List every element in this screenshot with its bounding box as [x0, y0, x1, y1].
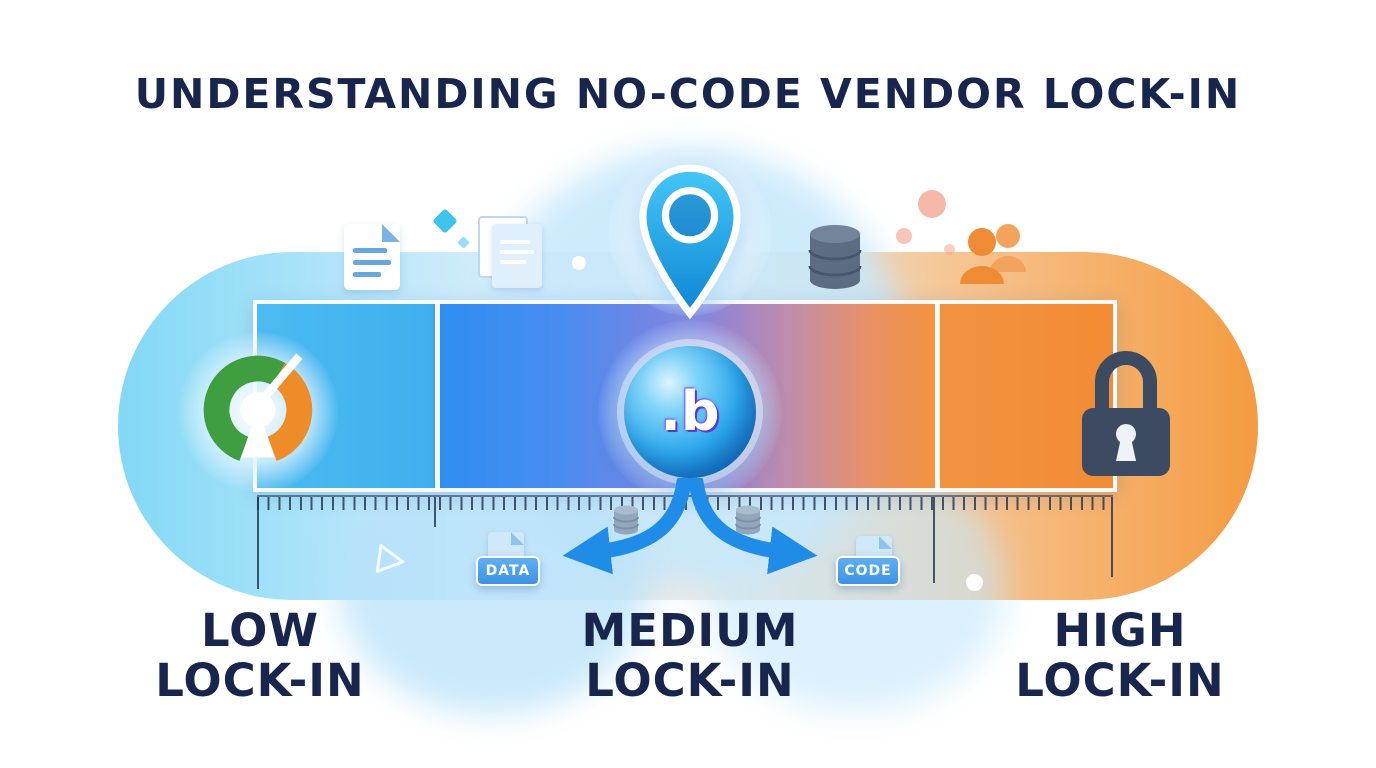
arrow-right-icon: [688, 474, 818, 575]
code-badge: CODE: [836, 556, 900, 586]
blob-decor: [896, 228, 912, 244]
label-medium-lock-in: MEDIUM LOCK-IN: [540, 604, 840, 708]
play-outline-icon: [370, 540, 411, 581]
location-pin-icon: [627, 160, 753, 334]
label-line: LOW: [201, 604, 319, 657]
diamond-icon: [457, 236, 470, 249]
dot-decor: [572, 256, 586, 270]
label-low-lock-in: LOW LOCK-IN: [130, 604, 390, 708]
page-title: UNDERSTANDING NO-CODE VENDOR LOCK-IN: [134, 70, 1242, 118]
open-source-icon: [196, 350, 320, 474]
label-line: LOCK-IN: [155, 654, 365, 708]
blob-decor: [918, 190, 946, 218]
bubble-logo-sphere: .b: [624, 346, 756, 478]
dot-decor: [966, 574, 983, 591]
arrow-left-icon: [562, 474, 692, 575]
database-small-icon: [734, 505, 762, 535]
ruler-tick: [257, 497, 259, 589]
section-divider: [935, 300, 940, 492]
lock-icon: [1078, 330, 1174, 480]
ruler-tick: [1111, 497, 1113, 577]
export-arrows: [500, 474, 880, 602]
blob-decor: [944, 244, 955, 255]
section-divider: [435, 300, 440, 492]
diamond-icon: [432, 208, 458, 234]
ruler-tick: [933, 497, 935, 583]
bubble-letter: .b: [660, 380, 720, 443]
documents-icon: [478, 216, 546, 288]
database-small-icon: [612, 505, 640, 535]
label-line: LOCK-IN: [1015, 654, 1225, 708]
label-high-lock-in: HIGH LOCK-IN: [960, 604, 1280, 708]
label-line: LOCK-IN: [585, 654, 795, 708]
data-badge: DATA: [476, 556, 540, 586]
database-icon: [806, 224, 864, 290]
label-line: HIGH: [1053, 604, 1187, 657]
label-line: MEDIUM: [581, 604, 799, 657]
ruler-tick: [434, 497, 436, 527]
users-icon: [958, 218, 1036, 292]
document-icon: [344, 224, 400, 290]
